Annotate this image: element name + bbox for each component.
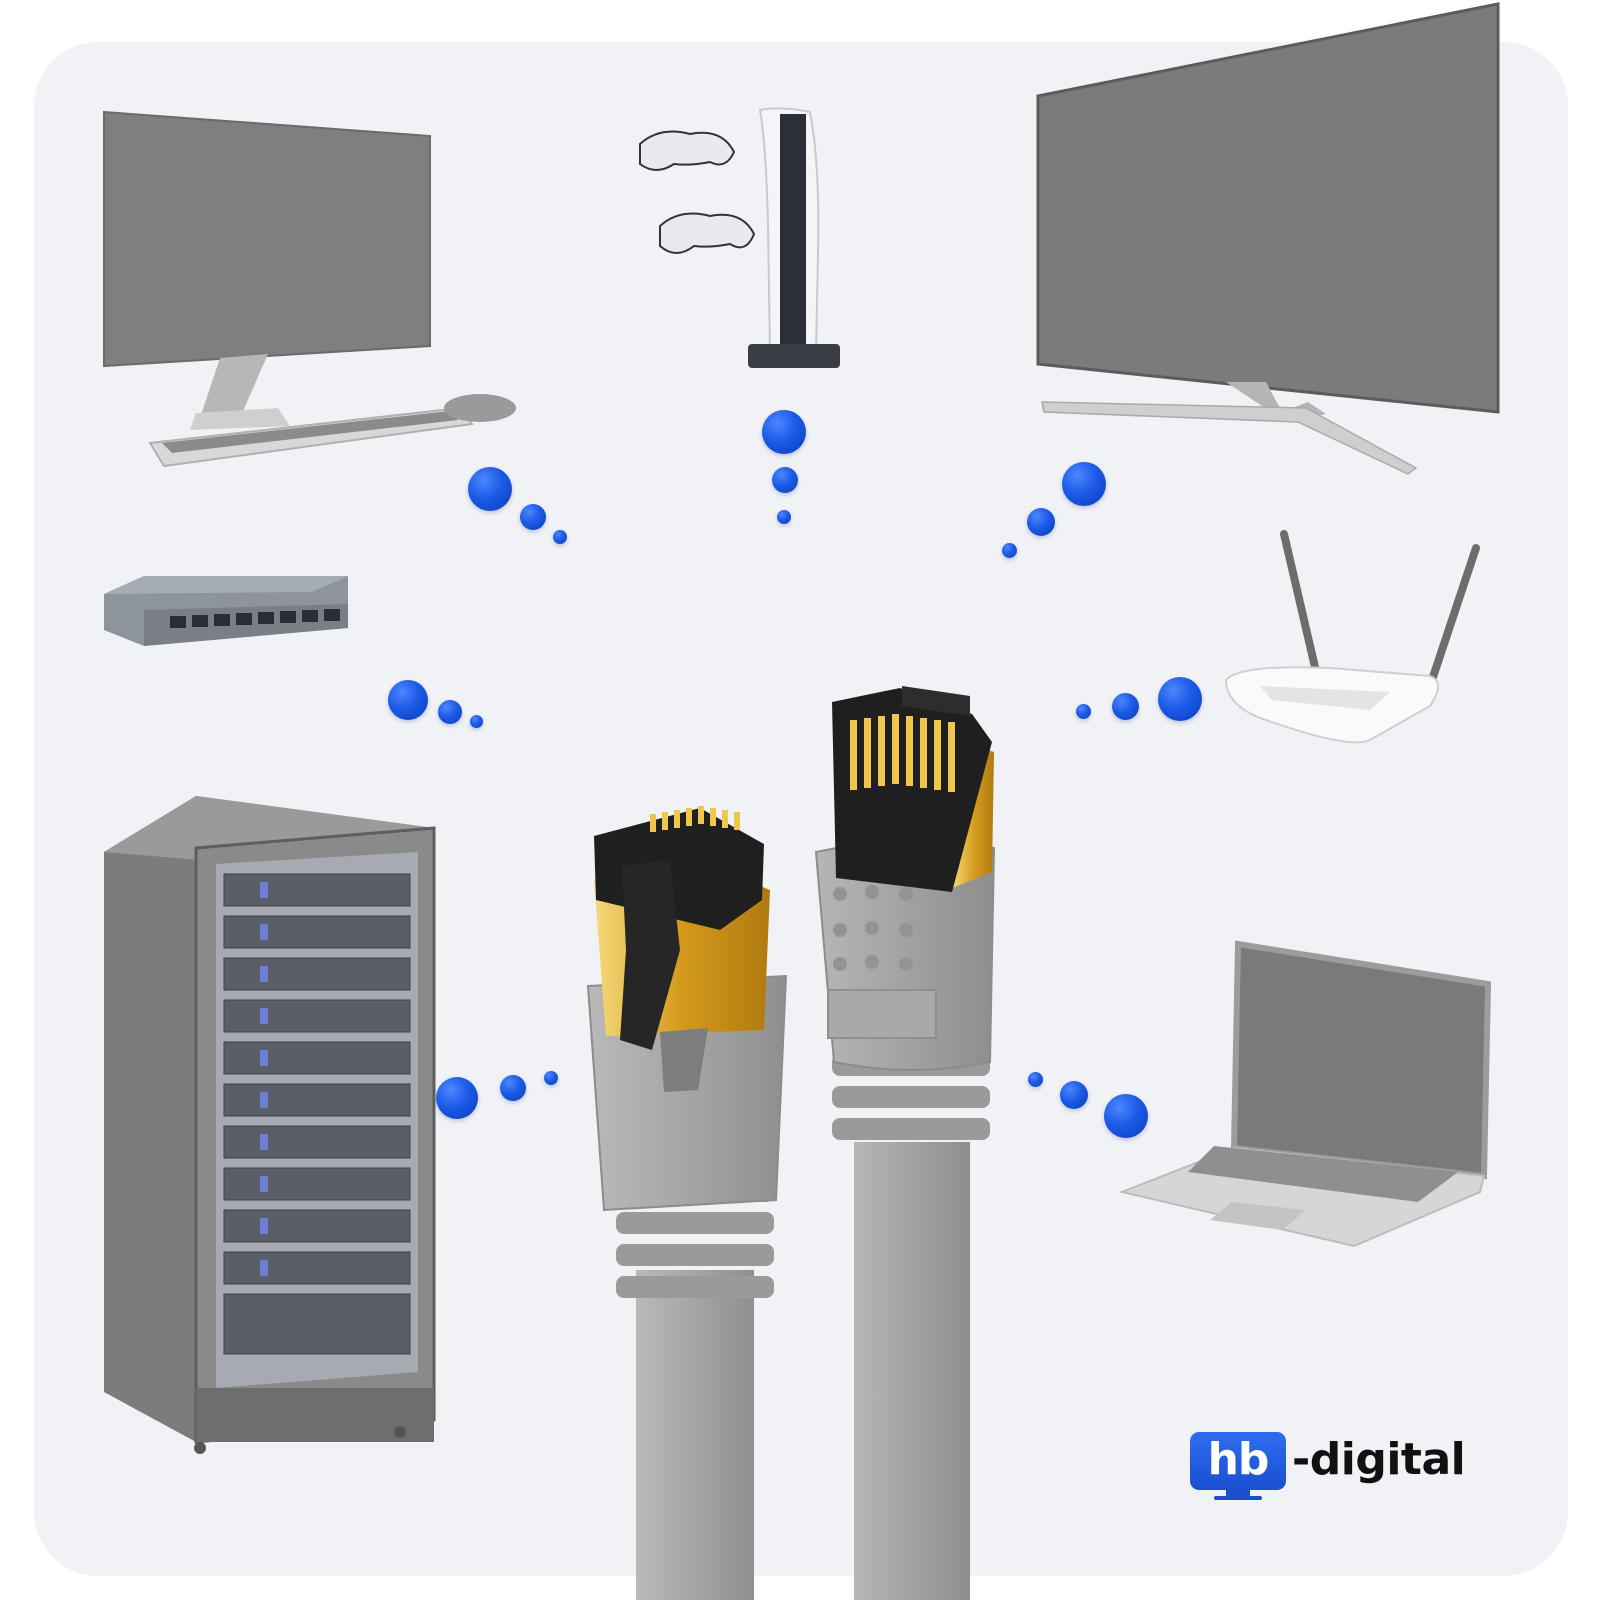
desktop-computer-icon — [100, 108, 530, 478]
brand-logo-text: -digital — [1292, 1434, 1466, 1485]
brand-logo-monitor-base — [1214, 1496, 1262, 1500]
network-switch-icon — [100, 572, 352, 654]
brand-logo-badge: hb — [1190, 1432, 1286, 1490]
game-console-icon — [630, 104, 850, 380]
ethernet-cable-right-plug — [812, 682, 1012, 1600]
smart-tv-icon — [1036, 2, 1502, 482]
wifi-router-icon — [1220, 530, 1490, 762]
brand-logo: hb -digital — [1190, 1432, 1490, 1512]
ethernet-cable-left-plug — [580, 800, 800, 1600]
server-rack-icon — [100, 792, 440, 1458]
laptop-icon — [1118, 940, 1500, 1248]
brand-logo-monitor-stand — [1226, 1490, 1250, 1497]
